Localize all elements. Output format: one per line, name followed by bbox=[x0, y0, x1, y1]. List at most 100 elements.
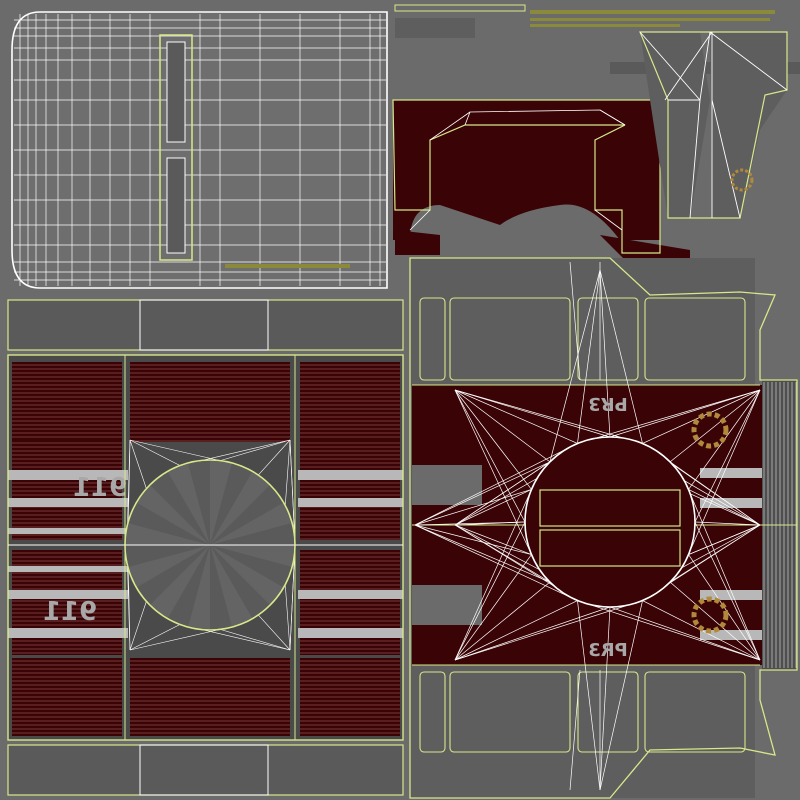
pie-sector bbox=[210, 545, 252, 627]
fan-line bbox=[284, 439, 291, 506]
pie-sector bbox=[210, 545, 270, 618]
fan-line bbox=[454, 521, 526, 661]
pie-sector bbox=[150, 472, 210, 545]
fan-line bbox=[454, 389, 643, 444]
fan-line bbox=[129, 439, 147, 489]
fan-line bbox=[220, 629, 291, 651]
roof-olive-bar bbox=[225, 264, 350, 268]
fan-line bbox=[694, 521, 761, 661]
panel-cell bbox=[419, 671, 446, 753]
fan-line bbox=[129, 439, 221, 461]
panel-cell bbox=[644, 297, 746, 381]
panel-cell bbox=[577, 297, 639, 381]
maroon-panel bbox=[300, 362, 400, 442]
fan-line bbox=[694, 389, 761, 523]
fan-line bbox=[284, 584, 291, 651]
fan-line bbox=[258, 614, 291, 651]
right-body-panel: PR3 PR3 bbox=[409, 257, 798, 799]
fan-line bbox=[129, 629, 221, 651]
spike-line bbox=[569, 261, 581, 381]
spike-line bbox=[569, 669, 581, 791]
pie-sector bbox=[210, 503, 292, 545]
fan-line bbox=[577, 269, 601, 444]
fan-line bbox=[129, 601, 147, 651]
fan-line bbox=[599, 600, 643, 791]
fan-line bbox=[599, 606, 611, 791]
fan-line bbox=[609, 606, 761, 661]
fan-line bbox=[454, 524, 532, 555]
fan-line bbox=[669, 389, 761, 463]
pie-sector bbox=[210, 461, 232, 545]
fan-line bbox=[220, 439, 291, 461]
side-trim-panel bbox=[639, 31, 788, 219]
pie-sector bbox=[126, 545, 210, 567]
pie-sector bbox=[150, 545, 210, 618]
fan-line bbox=[454, 389, 551, 463]
pie-sector bbox=[137, 545, 210, 605]
fan-line bbox=[414, 489, 532, 526]
fan-line bbox=[289, 544, 296, 651]
fan-line bbox=[127, 439, 131, 525]
fan-line bbox=[599, 269, 643, 444]
fan-line bbox=[454, 554, 532, 661]
maroon-panel bbox=[300, 440, 400, 540]
pie-sector bbox=[126, 523, 210, 545]
pie-sector bbox=[210, 545, 232, 629]
fan-line bbox=[258, 439, 291, 476]
fan-line bbox=[454, 389, 532, 555]
pie-sector bbox=[128, 545, 210, 587]
code-label-top: PR3 bbox=[588, 393, 628, 414]
pie-sector bbox=[128, 503, 210, 545]
maroon-panel bbox=[12, 440, 122, 540]
pie-sector bbox=[210, 545, 294, 567]
panel-cell bbox=[419, 297, 446, 381]
fan-line bbox=[414, 443, 578, 526]
fan-line bbox=[454, 600, 643, 661]
pie-sector bbox=[168, 545, 210, 627]
fan-line bbox=[688, 389, 761, 555]
fan-line bbox=[454, 524, 551, 583]
emblem-bottom-icon bbox=[691, 596, 729, 634]
fan-line bbox=[414, 524, 551, 583]
unit-number-label-bottom: 911 bbox=[43, 597, 97, 627]
fan-line bbox=[688, 489, 761, 661]
panel-cell bbox=[577, 671, 639, 753]
panel-cell bbox=[449, 297, 571, 381]
pie-sector bbox=[188, 461, 210, 545]
fan-line bbox=[669, 581, 761, 661]
maroon-panel bbox=[12, 362, 122, 442]
fan-line bbox=[414, 524, 578, 601]
left-body-panel: 911 911 bbox=[7, 299, 404, 796]
fan-line bbox=[599, 269, 611, 438]
pie-sector bbox=[210, 545, 292, 587]
fan-line bbox=[454, 389, 526, 523]
roof-panel bbox=[11, 11, 388, 289]
maroon-panel bbox=[300, 550, 400, 655]
fan-line bbox=[549, 269, 601, 462]
pie-sector bbox=[210, 545, 283, 605]
maroon-panel bbox=[130, 362, 290, 442]
fan-line bbox=[609, 389, 761, 438]
pie-sector bbox=[137, 485, 210, 545]
fan-line bbox=[454, 389, 611, 438]
panel-cell bbox=[449, 671, 571, 753]
fan-line bbox=[414, 524, 532, 555]
pie-sector bbox=[210, 463, 252, 545]
fan-line bbox=[454, 581, 551, 661]
fan-line bbox=[577, 600, 601, 791]
fan-line bbox=[289, 439, 296, 546]
fan-line bbox=[454, 600, 578, 661]
pie-sector bbox=[210, 523, 294, 545]
fan-line bbox=[454, 521, 526, 526]
front-bumper-panel bbox=[392, 99, 690, 275]
pie-sector bbox=[210, 485, 283, 545]
fan-line bbox=[694, 521, 761, 526]
panel-cell bbox=[644, 671, 746, 753]
fan-line bbox=[454, 489, 532, 526]
fan-line bbox=[454, 489, 532, 661]
roof-window-frame bbox=[159, 34, 193, 261]
badge-emblem-icon bbox=[730, 168, 754, 192]
fan-line bbox=[688, 489, 761, 526]
pie-sector bbox=[210, 472, 270, 545]
